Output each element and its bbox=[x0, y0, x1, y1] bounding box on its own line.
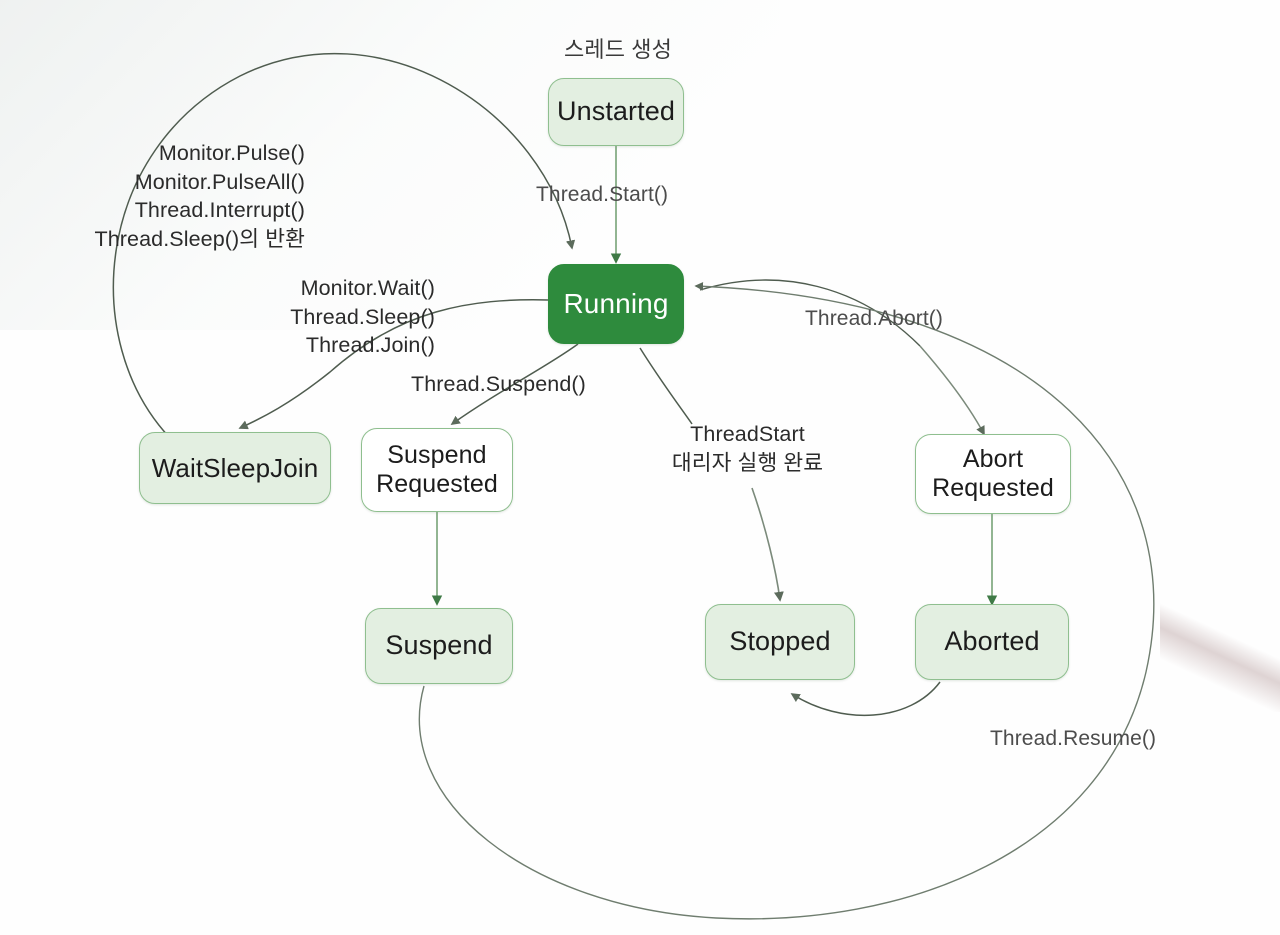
node-waitsleepjoin[interactable]: WaitSleepJoin bbox=[139, 432, 331, 504]
node-suspend-requested[interactable]: Suspend Requested bbox=[361, 428, 513, 512]
label-wake-group: Monitor.Pulse() Monitor.PulseAll() Threa… bbox=[94, 141, 305, 251]
node-stopped[interactable]: Stopped bbox=[705, 604, 855, 680]
label-threadstart-delegate: ThreadStart 대리자 실행 완료 bbox=[671, 422, 824, 475]
label-thread-resume: Thread.Resume() bbox=[990, 727, 1157, 750]
node-abort-requested[interactable]: Abort Requested bbox=[915, 434, 1071, 514]
node-suspend-label: Suspend bbox=[385, 630, 493, 661]
node-stopped-label: Stopped bbox=[729, 626, 831, 657]
node-aborted-label: Aborted bbox=[944, 626, 1040, 657]
edge-running-to-suspend-requested bbox=[450, 343, 579, 425]
node-running[interactable]: Running bbox=[548, 264, 684, 344]
node-suspend-requested-label: Suspend Requested bbox=[376, 441, 498, 498]
node-running-label: Running bbox=[563, 287, 669, 319]
node-waitsleepjoin-label: WaitSleepJoin bbox=[151, 452, 319, 483]
node-unstarted-label: Unstarted bbox=[557, 96, 675, 127]
edge-to-abort-requested-arrow bbox=[919, 345, 985, 436]
edge-running-to-stopped bbox=[639, 347, 693, 425]
label-block-group: Monitor.Wait() Thread.Sleep() Thread.Joi… bbox=[290, 276, 435, 358]
label-thread-suspend: Thread.Suspend() bbox=[411, 372, 586, 396]
node-abort-requested-label: Abort Requested bbox=[932, 445, 1054, 502]
node-aborted[interactable]: Aborted bbox=[915, 604, 1069, 680]
edge-running-to-waitsleepjoin bbox=[238, 299, 549, 430]
label-thread-start: Thread.Start() bbox=[536, 183, 669, 206]
edge-waitsleepjoin-to-running bbox=[112, 52, 576, 439]
node-suspend[interactable]: Suspend bbox=[365, 608, 513, 684]
label-thread-abort: Thread.Abort() bbox=[805, 307, 943, 330]
edge-suspend-to-running bbox=[418, 281, 1155, 920]
edge-to-stopped-arrow bbox=[751, 487, 784, 602]
label-thread-create: 스레드 생성 bbox=[564, 37, 672, 62]
edge-aborted-to-stopped bbox=[790, 681, 941, 717]
edge-running-to-abort-requested bbox=[699, 279, 921, 347]
node-unstarted[interactable]: Unstarted bbox=[548, 78, 684, 146]
